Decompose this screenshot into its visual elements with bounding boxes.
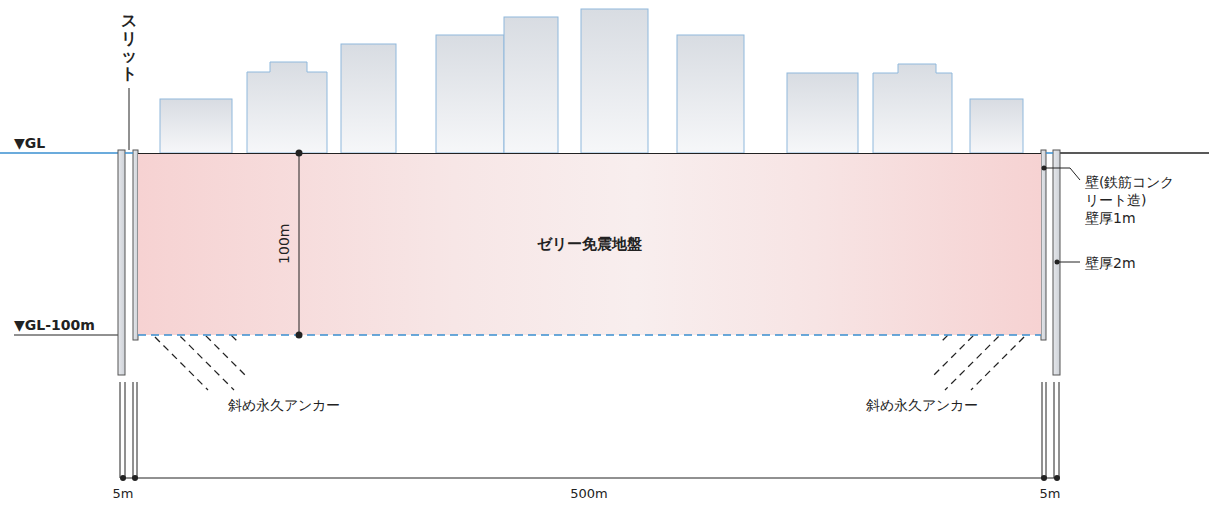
anchor-label: 斜め永久アンカー bbox=[866, 397, 978, 415]
level-label: ▼GL bbox=[14, 135, 45, 153]
dimension-label: 100m bbox=[276, 224, 294, 264]
dimension-label: 5m bbox=[1040, 486, 1061, 502]
dimension-label: 500m bbox=[570, 486, 607, 502]
wall-callout: 壁厚1m bbox=[1085, 210, 1136, 228]
slit-label: スリット bbox=[121, 12, 137, 82]
anchor-label: 斜め永久アンカー bbox=[228, 397, 340, 415]
level-label: ▼GL-100m bbox=[14, 317, 95, 335]
region-label: ゼリー免震地盤 bbox=[537, 235, 642, 254]
dimension-label: 5m bbox=[113, 486, 134, 502]
wall-callout: 壁厚2m bbox=[1085, 255, 1136, 273]
ground-region: ゼリー免震地盤 bbox=[138, 153, 1041, 335]
wall-callout: 壁(鉄筋コンクリート造) bbox=[1085, 174, 1177, 209]
